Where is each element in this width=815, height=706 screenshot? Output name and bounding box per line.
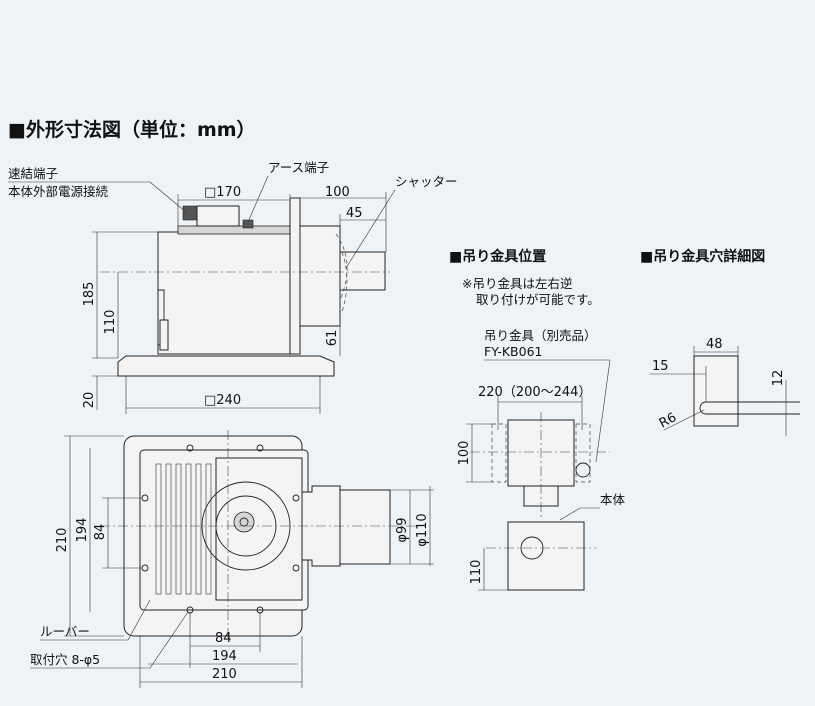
dim-height-total: 185 <box>82 282 97 307</box>
plan-duct-pipe <box>339 489 391 565</box>
dim-duct-outer-dia: φ110 <box>415 513 430 546</box>
leader-detail-radius <box>663 409 705 431</box>
hanger-bracket-left <box>491 423 507 483</box>
dim-hanger-span: 220（200～244） <box>478 385 591 400</box>
hanger-hole-detail-title: ■吊り金具穴詳細図 <box>640 249 766 265</box>
leader-main-body <box>559 507 581 521</box>
earth-terminal-block <box>242 219 254 229</box>
dim-detail-slot: 12 <box>771 370 786 387</box>
hanger-position-view: ※吊り金具は左右逆 取り付けが可能です。 吊り金具（別売品） FY-KB061 … <box>457 276 626 591</box>
leader-mounting-holes <box>149 611 189 669</box>
dim-plan-height: 210 <box>55 528 70 553</box>
label-shutter: シャッター <box>395 174 458 189</box>
dim-duct-length: 100 <box>325 185 350 200</box>
dim-plan-width: 210 <box>212 667 237 682</box>
label-louver: ルーバー <box>40 624 90 639</box>
main-title: ■外形寸法図（単位：mm） <box>8 119 256 141</box>
dim-hanger-height: 100 <box>457 441 472 466</box>
dim-height-duct-center: 110 <box>103 310 118 335</box>
plan-fan-housing <box>215 457 303 601</box>
dim-detail-radius: R6 <box>657 410 679 431</box>
label-power-connection: 本体外部電源接続 <box>8 184 109 199</box>
label-mounting-holes: 取付穴 8-φ5 <box>30 652 100 667</box>
side-left-tab <box>159 319 169 351</box>
leader-hanger-part <box>595 359 611 463</box>
label-earth-terminal: アース端子 <box>268 160 329 175</box>
dim-duct-inner-dia: φ99 <box>395 517 410 542</box>
hanger-note-2: 取り付けが可能です。 <box>476 292 600 307</box>
label-main-body: 本体 <box>600 492 626 507</box>
dim-hanger-bottom: 110 <box>469 560 484 585</box>
terminal-cover <box>196 205 240 227</box>
dim-detail-offset: 15 <box>652 359 669 374</box>
side-view: □170 100 45 185 110 20 61 <box>8 160 458 414</box>
fan-motor-hub <box>233 511 255 533</box>
detail-plate <box>693 355 739 427</box>
dim-flange-width: □240 <box>204 393 241 408</box>
hanger-note-1: ※吊り金具は左右逆 <box>462 276 573 291</box>
side-top-plate <box>177 225 291 235</box>
hanger-bracket-right <box>575 423 591 483</box>
dim-flange-height: 20 <box>82 392 97 409</box>
dim-plan-inner-v: 84 <box>93 524 108 541</box>
hanger-side-body <box>507 521 585 591</box>
dim-detail-width: 48 <box>706 337 723 352</box>
plan-view: 210 194 84 φ99 φ110 84 194 210 ルーバー 取付 <box>30 430 434 688</box>
side-duct-pipe <box>339 251 386 291</box>
leader-connection-terminal <box>149 181 187 213</box>
side-flange <box>117 355 335 377</box>
dim-duct-offset: 45 <box>346 206 363 221</box>
dim-side-top-width: □170 <box>204 185 241 200</box>
hanger-bracket-hole <box>575 462 591 478</box>
leader-louver <box>127 599 151 641</box>
label-hanger-part: 吊り金具（別売品） <box>484 328 597 343</box>
side-body <box>157 231 291 355</box>
leader-shutter <box>345 189 396 269</box>
hanger-hole-detail-view: 48 15 12 R6 <box>650 337 800 436</box>
label-connection-terminal: 速結端子 <box>8 166 58 181</box>
dim-plan-hole-pitch-h: 194 <box>212 649 237 664</box>
dim-plan-inner-h: 84 <box>215 631 232 646</box>
dim-duct-to-flange: 61 <box>325 330 340 347</box>
shutter-hidden-line-2 <box>341 251 348 313</box>
hanger-position-title: ■吊り金具位置 <box>449 249 547 265</box>
dim-plan-hole-pitch-v: 194 <box>75 518 90 543</box>
leader-earth-terminal <box>247 175 269 223</box>
label-hanger-model: FY-KB061 <box>484 344 542 359</box>
louver-slats <box>155 463 212 595</box>
side-duct-collar <box>299 225 341 327</box>
